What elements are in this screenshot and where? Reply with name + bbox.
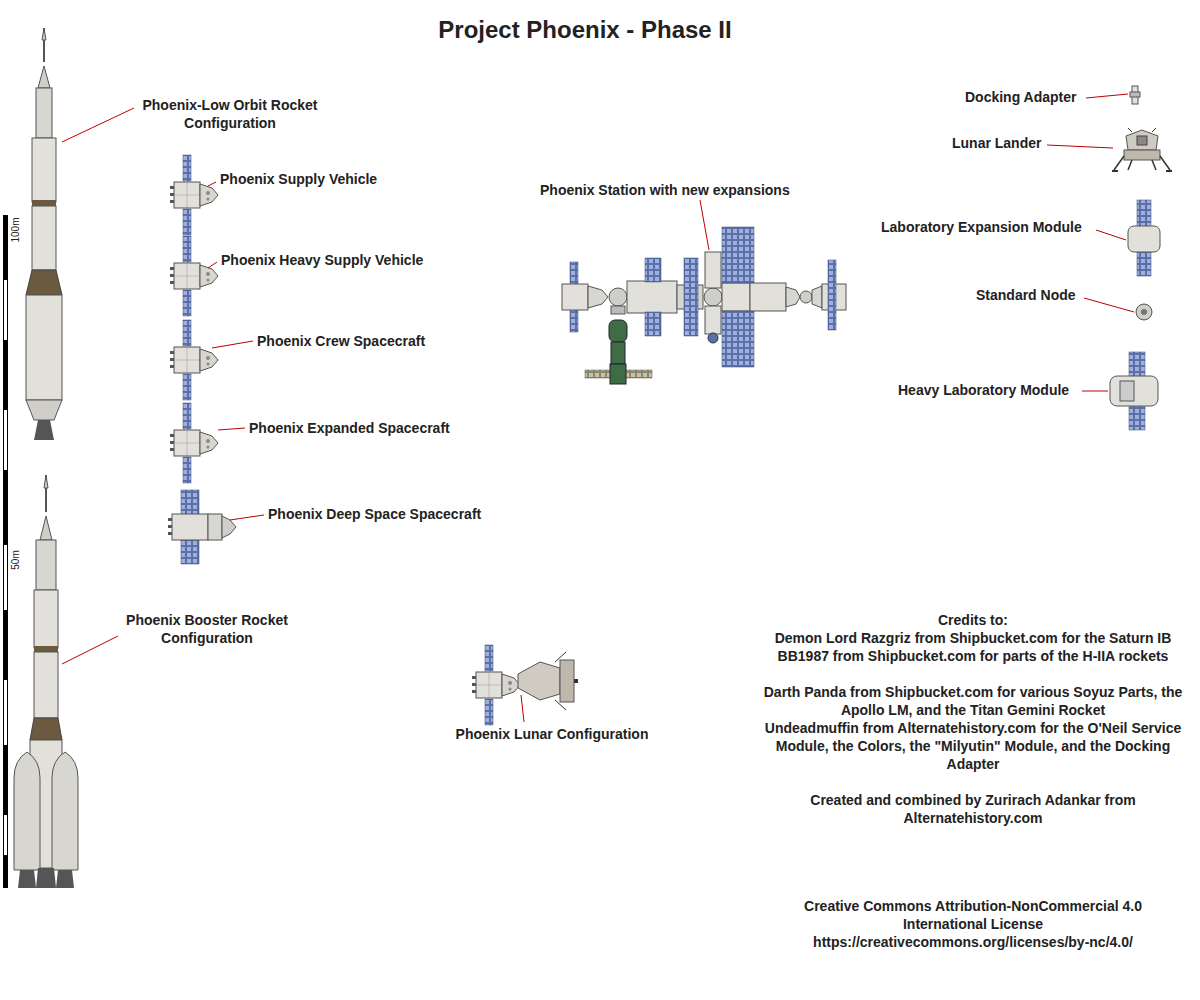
- credit-text: Darth Panda from Shipbucket.com for vari…: [763, 683, 1183, 719]
- part-label: Lunar Lander: [952, 134, 1041, 152]
- part-label: Phoenix-Low Orbit Rocket Configuration: [130, 96, 330, 132]
- scale-mark: 50m: [10, 540, 22, 580]
- part-label: Phoenix Booster Rocket Configuration: [107, 611, 307, 647]
- part-label: Phoenix Supply Vehicle: [220, 170, 377, 188]
- credit-text: Created and combined by Zurirach Adankar…: [763, 791, 1183, 827]
- credit-text: BB1987 from Shipbucket.com for parts of …: [763, 647, 1183, 665]
- credit-text: Creative Commons Attribution-NonCommerci…: [763, 897, 1183, 933]
- credit-text: Undeadmuffin from Alternatehistory.com f…: [763, 719, 1183, 773]
- part-label: Standard Node: [976, 286, 1076, 304]
- part-label: Phoenix Heavy Supply Vehicle: [221, 251, 423, 269]
- part-label: Heavy Laboratory Module: [898, 381, 1069, 399]
- credit-text: Credits to:: [763, 611, 1183, 629]
- diagram-title: Project Phoenix - Phase II: [285, 15, 885, 45]
- credit-text: Demon Lord Razgriz from Shipbucket.com f…: [763, 629, 1183, 647]
- part-label: Phoenix Station with new expansions: [540, 181, 790, 199]
- credit-text: https://creativecommons.org/licenses/by-…: [763, 933, 1183, 951]
- part-label: Docking Adapter: [965, 88, 1077, 106]
- part-label: Phoenix Deep Space Spacecraft: [268, 505, 481, 523]
- part-label: Phoenix Lunar Configuration: [402, 725, 702, 743]
- part-label: Phoenix Crew Spacecraft: [257, 332, 425, 350]
- part-label: Phoenix Expanded Spacecraft: [249, 419, 450, 437]
- part-label: Laboratory Expansion Module: [881, 218, 1082, 236]
- scale-mark: 100m: [10, 210, 22, 250]
